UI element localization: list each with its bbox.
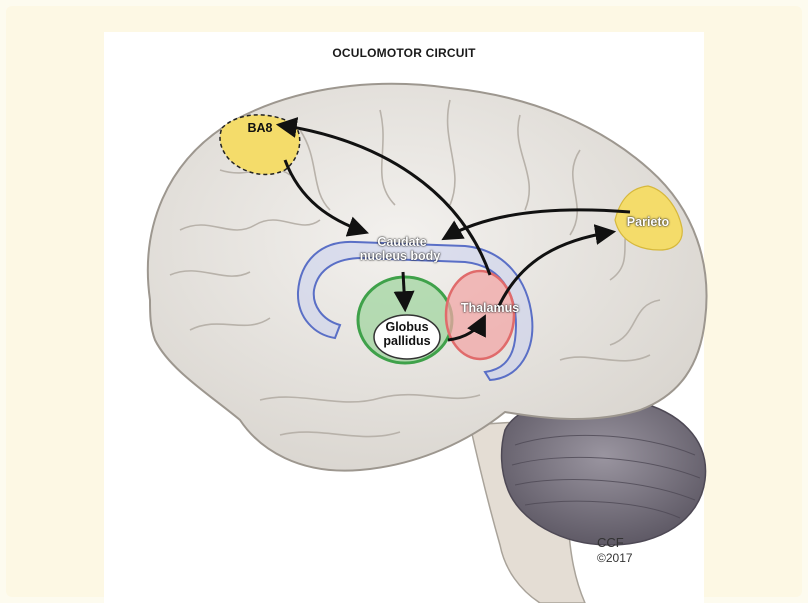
credit-year: ©2017 bbox=[597, 551, 633, 565]
credit-org: CCF bbox=[597, 536, 624, 550]
label-ba8: BA8 bbox=[240, 122, 280, 135]
label-parieto: Parieto bbox=[618, 216, 678, 229]
label-thalamus: Thalamus bbox=[450, 302, 530, 315]
diagram-title: OCULOMOTOR CIRCUIT bbox=[104, 46, 704, 60]
label-caudate-line1: Caudate bbox=[352, 236, 452, 249]
thalamus-shape bbox=[446, 271, 514, 359]
label-globus-line2: pallidus bbox=[375, 335, 439, 348]
label-caudate-line2: nucleus body bbox=[340, 250, 460, 263]
label-globus-line1: Globus bbox=[375, 321, 439, 334]
